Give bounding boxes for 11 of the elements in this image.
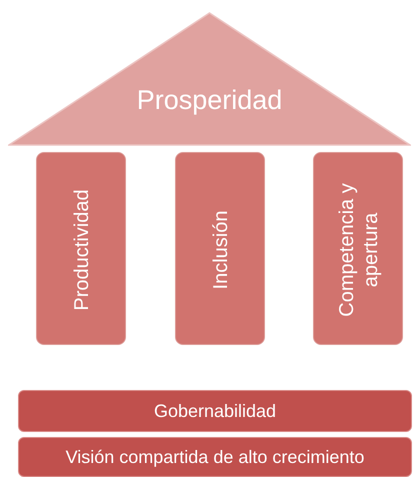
pillar-label: Inclusión: [209, 209, 233, 291]
base-bar: [18, 437, 412, 477]
pillar-box: [313, 152, 403, 345]
pillar-box: [175, 152, 265, 345]
pillar-label: Competencia y apertura: [335, 182, 383, 318]
bar-label: Visión compartida de alto crecimiento: [66, 446, 364, 469]
base-bar: [18, 390, 412, 432]
roof-label: Prosperidad: [136, 87, 284, 114]
bar-label: Gobernabilidad: [154, 400, 276, 422]
pillar-label: Productividad: [70, 188, 94, 312]
pillar-box: [36, 152, 126, 345]
